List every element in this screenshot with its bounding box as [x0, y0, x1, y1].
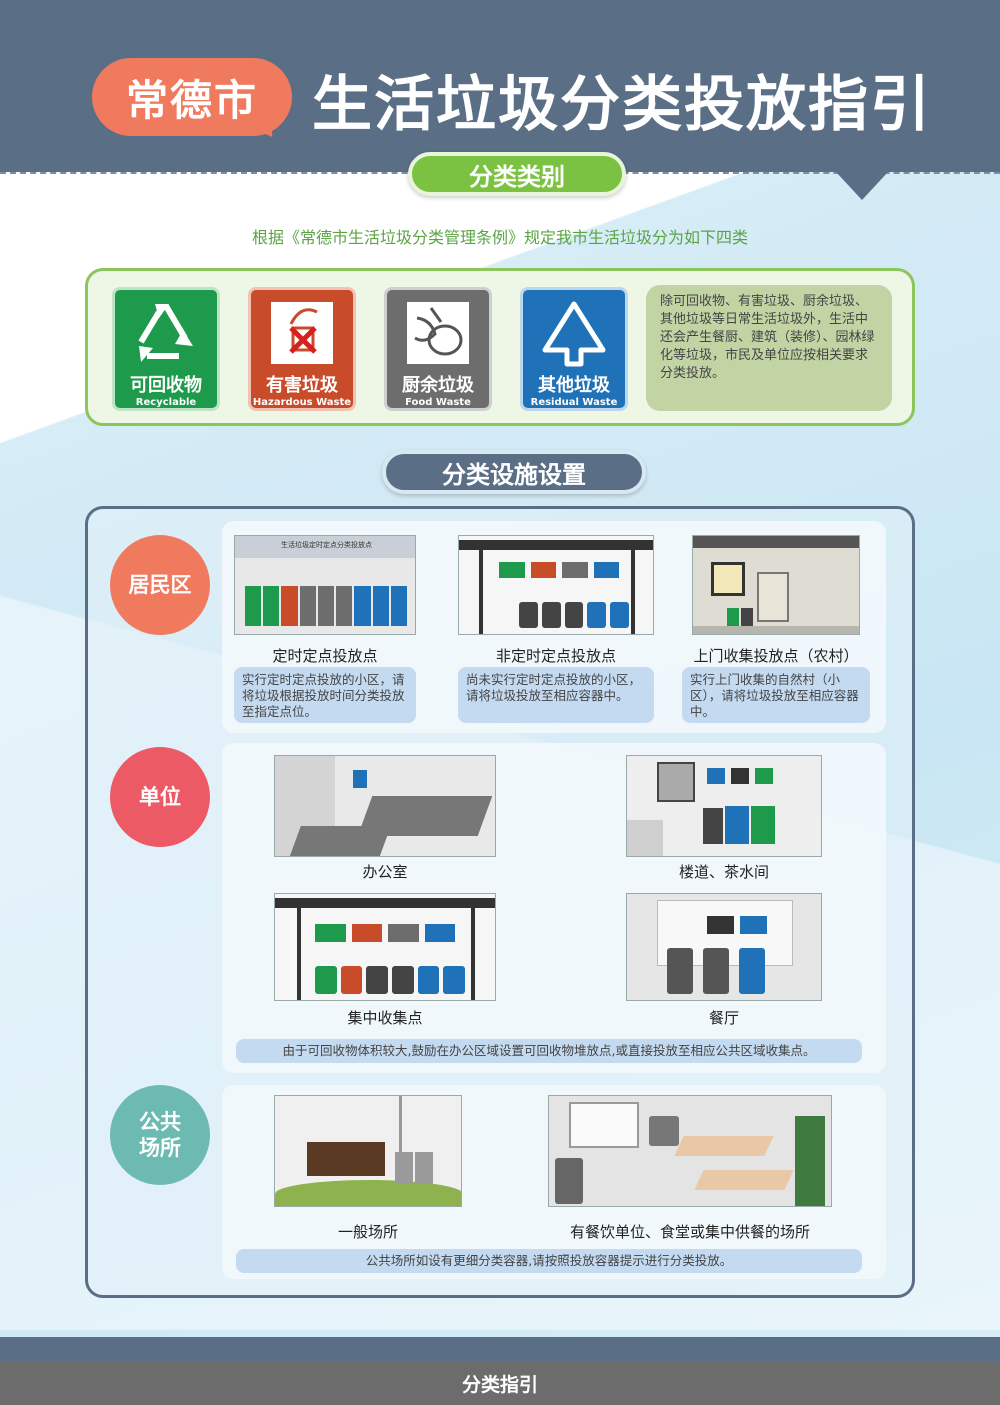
category-name-en: Hazardous Waste	[252, 397, 352, 408]
category-name-en: Recyclable	[135, 397, 197, 408]
facility-caption: 非定时定点投放点	[495, 647, 616, 665]
zone-unit: 办公室 楼道、茶水间	[222, 743, 886, 1073]
footer-label: 分类指引	[0, 1361, 1000, 1405]
illustration-collection-point	[274, 893, 496, 1001]
unit-note: 由于可回收物体积较大,鼓励在办公区域设置可回收物堆放点,或直接投放至相应公共区域…	[236, 1039, 862, 1063]
station-roof	[235, 536, 415, 558]
facility-caption: 一般场所	[337, 1223, 398, 1241]
facility-caption: 楼道、茶水间	[678, 863, 769, 881]
facility-caption: 餐厅	[708, 1009, 739, 1027]
facility-caption: 有餐饮单位、食堂或集中供餐的场所	[569, 1223, 810, 1241]
category-card-hazardous: 有害垃圾 Hazardous Waste	[248, 287, 356, 411]
categories-note: 除可回收物、有害垃圾、厨余垃圾、其他垃圾等日常生活垃圾外，生活中还会产生餐厨、建…	[646, 285, 892, 411]
zone-residential: 生活垃圾定时定点分类投放点 定时定点投放点 实行定时定点投放的小区，请将垃圾根据…	[222, 521, 886, 733]
illustration-rural-collection	[692, 535, 860, 635]
section-heading-categories: 分类类别	[408, 152, 626, 196]
city-name-bubble: 常德市	[92, 58, 292, 136]
facilities-panel: 居民区 生活垃圾定时定点分类投放点 定时定点投放点 实行定时定点投放的小区，请将…	[85, 506, 915, 1298]
facility-caption: 定时定点投放点	[272, 647, 378, 665]
category-card-food-waste: 厨余垃圾 Food Waste	[384, 287, 492, 411]
category-name-en: Food Waste	[405, 397, 471, 408]
facility-description: 实行定时定点投放的小区，请将垃圾根据投放时间分类投放至指定点位。	[234, 667, 416, 723]
category-name: 可回收物	[130, 375, 202, 396]
facility-caption: 上门收集投放点（农村）	[693, 647, 859, 665]
zone-public: 一般场所 有餐饮单位、食堂或集中供餐的场所 公共场所如设有更细分类容器,请按照投…	[222, 1085, 886, 1279]
recycle-icon	[124, 296, 208, 369]
food-waste-icon	[396, 296, 480, 369]
category-name-en: Residual Waste	[530, 397, 618, 408]
section-heading-facilities: 分类设施设置	[382, 450, 646, 494]
zone-label-unit: 单位	[110, 747, 210, 847]
page-title: 生活垃圾分类投放指引	[312, 70, 932, 140]
facility-description: 实行上门收集的自然村（小区），请将垃圾投放至相应容器中。	[682, 667, 870, 723]
zone-label-text: 居民区	[128, 573, 192, 597]
footer-band	[0, 1337, 1000, 1361]
shelter-roof	[459, 540, 653, 550]
illustration-general-place	[274, 1095, 462, 1207]
station-sign: 生活垃圾定时定点分类投放点	[281, 541, 372, 549]
facility-description: 尚未实行定时定点投放的小区，请将垃圾投放至相应容器中。	[458, 667, 654, 723]
illustration-office	[274, 755, 496, 857]
zone-label-text: 公共 场所	[139, 1110, 181, 1160]
category-name: 厨余垃圾	[402, 375, 474, 396]
residual-icon	[532, 296, 616, 369]
categories-intro: 根据《常德市生活垃圾分类管理条例》规定我市生活垃圾分为如下四类	[251, 228, 748, 247]
illustration-corridor	[626, 755, 822, 857]
header-notch	[836, 172, 888, 200]
categories-panel: 可回收物 Recyclable 有害垃圾 Hazardous Waste 厨余垃…	[85, 268, 915, 426]
hazard-icon	[260, 296, 344, 369]
public-note: 公共场所如设有更细分类容器,请按照投放容器提示进行分类投放。	[236, 1249, 862, 1273]
illustration-canteen	[626, 893, 822, 1001]
facility-caption: 办公室	[362, 863, 408, 881]
bin-row	[245, 586, 407, 626]
zone-label-text: 单位	[139, 785, 181, 809]
category-name: 有害垃圾	[266, 375, 338, 396]
category-card-recyclable: 可回收物 Recyclable	[112, 287, 220, 411]
illustration-scheduled-point: 生活垃圾定时定点分类投放点	[234, 535, 416, 635]
facility-caption: 集中收集点	[347, 1009, 423, 1027]
category-card-residual: 其他垃圾 Residual Waste	[520, 287, 628, 411]
illustration-dining-place	[548, 1095, 832, 1207]
illustration-unscheduled-point	[458, 535, 654, 635]
zone-label-residential: 居民区	[110, 535, 210, 635]
zone-label-public: 公共 场所	[110, 1085, 210, 1185]
category-name: 其他垃圾	[538, 375, 610, 396]
